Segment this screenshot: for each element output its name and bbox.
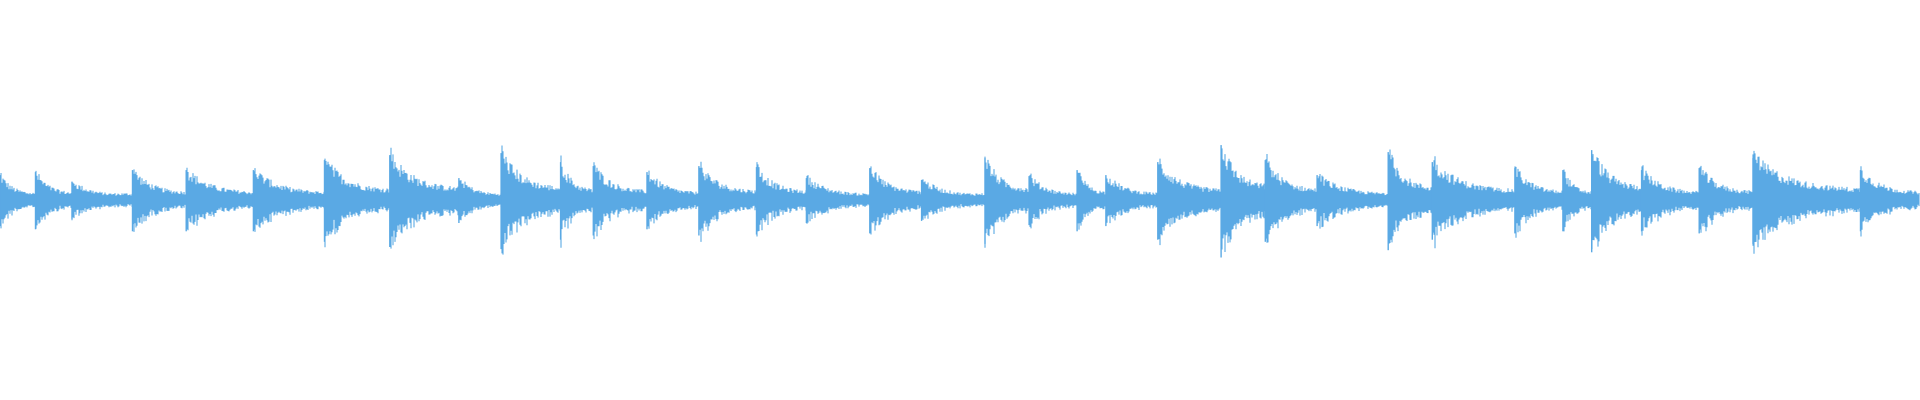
- waveform-bars: [0, 145, 1920, 258]
- waveform-path: [0, 145, 1920, 255]
